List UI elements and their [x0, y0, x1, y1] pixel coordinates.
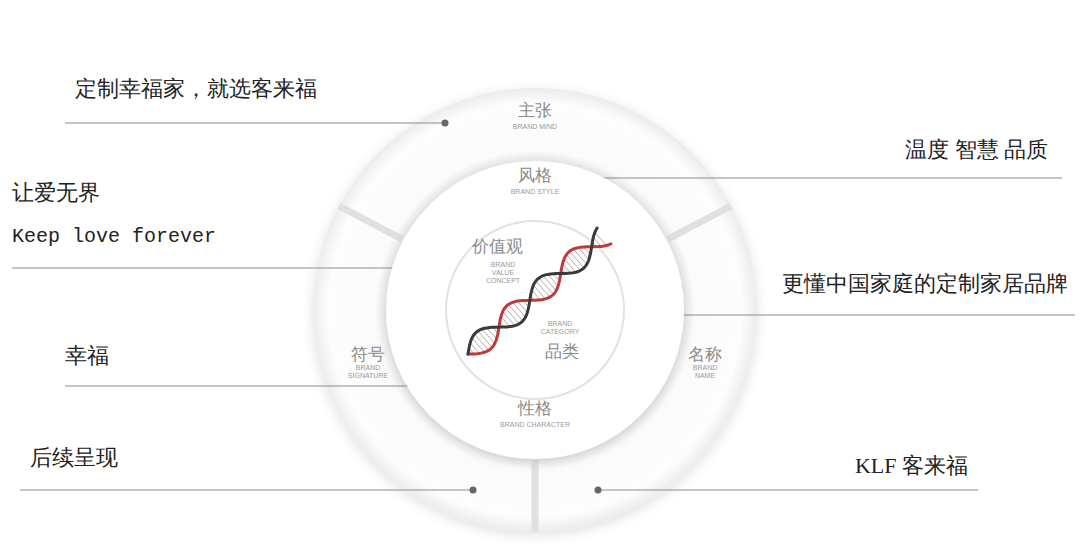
leader-lines	[12, 123, 1075, 490]
circle-shape	[446, 221, 624, 399]
segment-title: 性格	[518, 397, 552, 420]
segment-subtitle: BRAND SIGNATURE	[346, 364, 390, 380]
ring-divider	[668, 206, 731, 239]
segment-title: 名称	[688, 343, 722, 366]
dna-rungs	[469, 232, 606, 354]
segment-title: 品类	[545, 340, 579, 363]
ring-divider	[532, 460, 539, 532]
dna-strand	[468, 228, 597, 354]
callout-label: KLF 客来福	[855, 451, 968, 481]
callout-label: 让爱无界	[12, 178, 100, 208]
callout-label: 温度 智慧 品质	[905, 135, 1048, 165]
segment-subtitle: BRAND MIND	[513, 123, 557, 131]
segment-subtitle: BRAND STYLE	[511, 188, 560, 196]
ring-segment: 符号BRAND SIGNATURE	[335, 340, 405, 388]
segment-subtitle: BRAND NAME	[688, 364, 722, 380]
circle-node: 价值观 BRAND VALUE CONCEPT BRAND CATEGORY 品类	[445, 220, 625, 400]
callout-label: 定制幸福家，就选客来福	[75, 74, 317, 104]
segment-subtitle: BRAND CATEGORY	[540, 320, 580, 336]
circle-node: 风格BRAND STYLE 性格BRAND CHARACTER 价值观 BRAND V…	[385, 160, 685, 460]
callout-label: 幸福	[65, 341, 109, 371]
segment-title: 主张	[518, 99, 552, 122]
ring-segment: 名称BRAND NAME	[670, 340, 740, 388]
callout-label: 后续呈现	[30, 443, 118, 473]
outer-ring	[313, 88, 757, 532]
ring-segment: 主张BRAND MIND	[465, 96, 605, 138]
callout-label: 更懂中国家庭的定制家居品牌	[782, 269, 1068, 299]
segment-title: 风格	[518, 164, 552, 187]
segment-subtitle: BRAND CHARACTER	[500, 421, 570, 429]
circle-shape	[386, 161, 684, 459]
segment-subtitle: BRAND VALUE CONCEPT	[481, 261, 525, 285]
segment-title: 符号	[351, 343, 385, 366]
callout-label: Keep love forever	[12, 225, 216, 248]
ring-divider	[339, 206, 402, 239]
segment-title: 价值观	[472, 235, 523, 258]
